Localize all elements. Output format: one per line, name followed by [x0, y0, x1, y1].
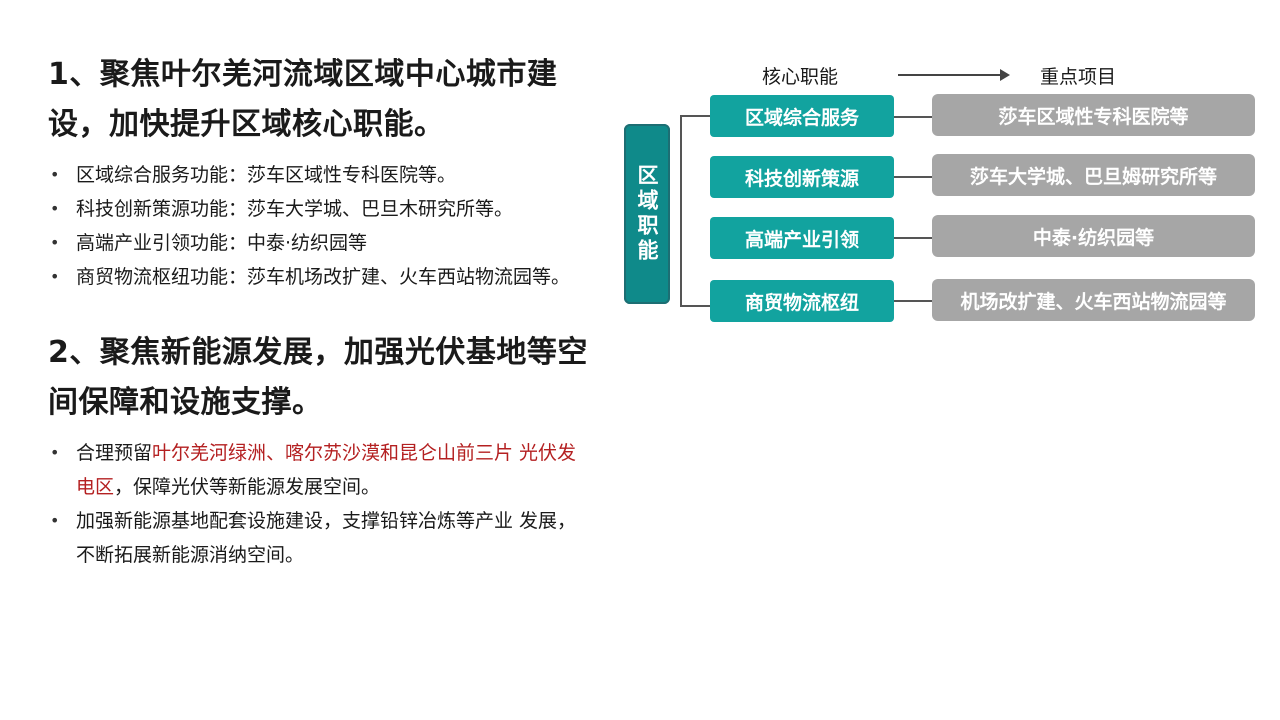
- list-item: 科技创新策源功能：莎车大学城、巴旦木研究所等。: [48, 192, 588, 226]
- function-box: 科技创新策源: [710, 156, 894, 198]
- bracket-connector: [680, 115, 710, 307]
- connector-line: [894, 300, 932, 302]
- function-box: 商贸物流枢纽: [710, 280, 894, 322]
- bullet-prefix: 合理预留: [76, 442, 153, 464]
- left-column: 1、聚焦叶尔羌河流域区域中心城市建设，加快提升区域核心职能。 区域综合服务功能：…: [48, 50, 588, 572]
- project-box: 莎车区域性专科医院等: [932, 94, 1255, 136]
- key-project-header: 重点项目: [1040, 66, 1117, 88]
- project-box: 中泰·纺织园等: [932, 215, 1255, 257]
- section2-bullet-list: 合理预留叶尔羌河绿洲、喀尔苏沙漠和昆仑山前三片 光伏发电区，保障光伏等新能源发展…: [48, 436, 588, 572]
- core-function-header: 核心职能: [762, 66, 839, 88]
- list-item: 合理预留叶尔羌河绿洲、喀尔苏沙漠和昆仑山前三片 光伏发电区，保障光伏等新能源发展…: [48, 436, 588, 504]
- list-item: 高端产业引领功能：中泰·纺织园等: [48, 226, 588, 260]
- connector-line: [894, 116, 932, 118]
- section1-bullet-list: 区域综合服务功能：莎车区域性专科医院等。 科技创新策源功能：莎车大学城、巴旦木研…: [48, 158, 588, 294]
- root-function-box: 区域职能: [624, 124, 670, 304]
- project-box: 莎车大学城、巴旦姆研究所等: [932, 154, 1255, 196]
- section2-heading: 2、聚焦新能源发展，加强光伏基地等空间保障和设施支撑。: [48, 335, 588, 420]
- function-box: 高端产业引领: [710, 217, 894, 259]
- list-item: 区域综合服务功能：莎车区域性专科医院等。: [48, 158, 588, 192]
- section1-heading: 1、聚焦叶尔羌河流域区域中心城市建设，加快提升区域核心职能。: [48, 57, 558, 142]
- connector-line: [894, 237, 932, 239]
- connector-line: [894, 176, 932, 178]
- function-diagram: 核心职能 重点项目 区域职能 区域综合服务 科技创新策源 高端产业引领 商贸物流…: [622, 60, 1262, 340]
- arrow-right-icon: [898, 69, 1010, 81]
- function-box: 区域综合服务: [710, 95, 894, 137]
- list-item: 商贸物流枢纽功能：莎车机场改扩建、火车西站物流园等。: [48, 260, 588, 294]
- highlight-text: 叶尔羌河绿洲、喀尔苏沙漠和昆仑山前三片 光伏发电区: [76, 442, 577, 498]
- bullet-suffix: ，保障光伏等新能源发展空间。: [114, 476, 381, 498]
- list-item: 加强新能源基地配套设施建设，支撑铅锌冶炼等产业 发展，不断拓展新能源消纳空间。: [48, 504, 588, 572]
- project-box: 机场改扩建、火车西站物流园等: [932, 279, 1255, 321]
